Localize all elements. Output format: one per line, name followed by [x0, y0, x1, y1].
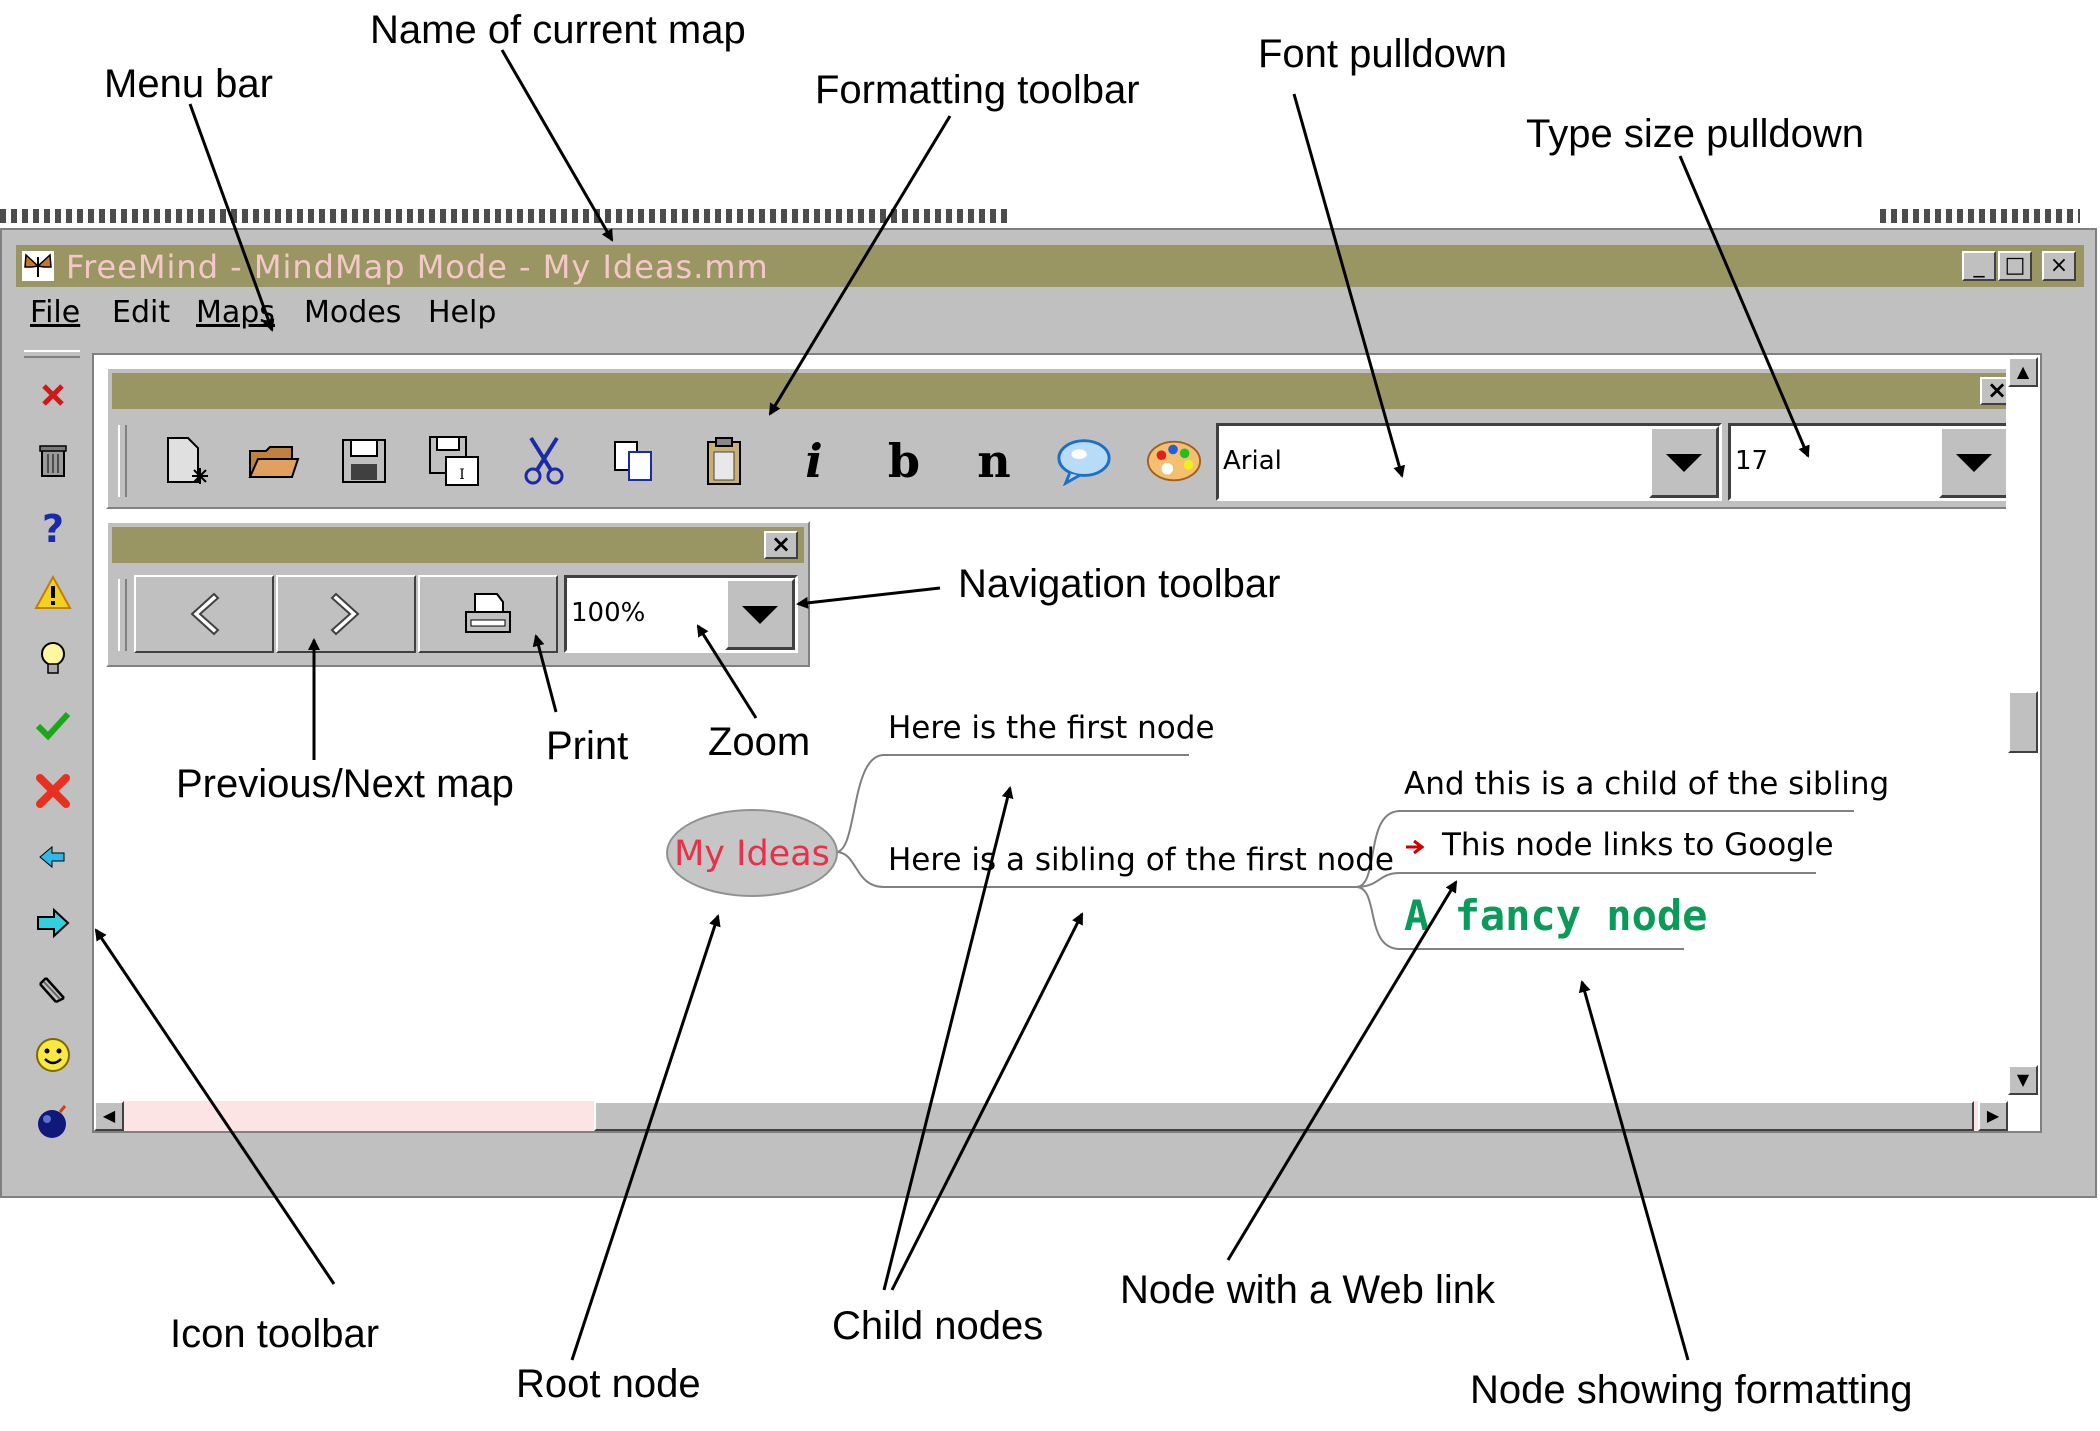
title-bar[interactable]: FreeMind - MindMap Mode - My Ideas.mm _ … — [16, 245, 2084, 287]
trash-icon[interactable] — [32, 440, 74, 482]
print-icon — [465, 593, 511, 633]
print-button[interactable] — [418, 575, 558, 653]
zoom-value: 100% — [571, 598, 646, 628]
scroll-left-button[interactable]: ◀ — [94, 1101, 124, 1131]
previous-map-button[interactable] — [134, 575, 274, 653]
annotation-formatting-node: Node showing formatting — [1470, 1368, 1913, 1412]
attachment-icon[interactable] — [32, 968, 74, 1010]
back-arrow-icon[interactable] — [32, 836, 74, 878]
cut-icon — [524, 436, 564, 485]
annotation-prev-next: Previous/Next map — [176, 762, 514, 806]
cloud-icon — [1057, 439, 1111, 486]
save-button[interactable] — [336, 433, 392, 489]
window-title: FreeMind - MindMap Mode - My Ideas.mm — [66, 248, 769, 286]
annotation-child-nodes: Child nodes — [832, 1304, 1044, 1348]
new-icon — [167, 437, 208, 484]
freemind-window: FreeMind - MindMap Mode - My Ideas.mm _ … — [0, 228, 2097, 1198]
italic-button[interactable]: i — [805, 434, 823, 488]
close-button[interactable]: × — [2042, 251, 2076, 281]
background-text-fragment — [0, 209, 1010, 223]
zoom-pulldown[interactable]: 100% — [564, 575, 798, 653]
warning-icon[interactable] — [32, 572, 74, 614]
toolbar-close-button[interactable]: × — [764, 531, 798, 559]
remove-icon[interactable] — [32, 374, 74, 416]
root-node-label: My Ideas — [674, 834, 830, 874]
maximize-button[interactable]: □ — [1998, 251, 2032, 281]
open-icon — [248, 446, 300, 478]
annotation-print: Print — [546, 724, 629, 768]
bold-button[interactable]: b — [887, 434, 921, 488]
annotation-map-name: Name of current map — [370, 8, 746, 52]
cut-button[interactable] — [516, 433, 572, 489]
annotation-menu-bar: Menu bar — [104, 62, 273, 106]
color-button[interactable] — [1146, 433, 1202, 489]
toolbar-grip — [118, 579, 127, 651]
menu-help[interactable]: Help — [428, 295, 497, 330]
paste-icon — [707, 437, 741, 485]
menu-edit[interactable]: Edit — [112, 295, 171, 330]
root-node[interactable]: My Ideas — [666, 809, 838, 897]
annotation-icon-toolbar: Icon toolbar — [170, 1312, 380, 1356]
paste-button[interactable] — [696, 433, 752, 489]
horizontal-scroll-thumb[interactable] — [594, 1101, 1974, 1131]
scroll-right-button[interactable]: ▶ — [1978, 1101, 2008, 1131]
menu-file[interactable]: File — [30, 295, 81, 330]
grandchild-node[interactable]: And this is a child of the sibling — [1404, 766, 1890, 802]
annotation-type-size: Type size pulldown — [1526, 112, 1864, 156]
icon-toolbar: ? — [20, 348, 86, 1138]
annotation-web-link-node: Node with a Web link — [1120, 1268, 1495, 1312]
scroll-up-button[interactable]: ▲ — [2008, 357, 2038, 387]
annotation-font-pulldown: Font pulldown — [1258, 32, 1508, 76]
smiley-icon[interactable] — [32, 1034, 74, 1076]
minimize-button[interactable]: _ — [1962, 251, 1996, 281]
annotation-navigation-toolbar: Navigation toolbar — [958, 562, 1281, 606]
child-node-sibling[interactable]: Here is a sibling of the first node — [888, 842, 1394, 878]
vertical-scroll-thumb[interactable] — [2008, 691, 2038, 753]
cloud-button[interactable] — [1056, 433, 1112, 489]
link-node[interactable]: This node links to Google — [1442, 827, 1834, 863]
color-icon — [1146, 440, 1202, 482]
copy-icon — [614, 441, 652, 481]
previous-icon — [190, 592, 220, 636]
child-node-first[interactable]: Here is the first node — [888, 710, 1215, 746]
fancy-node[interactable]: A fancy node — [1404, 891, 1708, 940]
edge-sibling-link — [1355, 872, 1816, 888]
link-arrow-icon — [1406, 839, 1425, 855]
font-value: Arial — [1223, 446, 1282, 476]
svg-text:I: I — [459, 467, 465, 483]
mindmap-canvas[interactable]: × I i b — [92, 353, 2042, 1133]
save-as-icon: I — [429, 436, 479, 486]
question-icon[interactable]: ? — [32, 506, 74, 548]
svg-text:?: ? — [42, 507, 64, 548]
toolbar-drag-bar[interactable]: × — [112, 527, 804, 563]
background-text-fragment — [1880, 209, 2080, 223]
scroll-down-button[interactable]: ▼ — [2008, 1065, 2038, 1095]
cancel-icon[interactable] — [32, 770, 74, 812]
annotation-formatting-toolbar: Formatting toolbar — [815, 68, 1140, 112]
new-map-button[interactable] — [156, 433, 212, 489]
normal-button[interactable]: n — [977, 434, 1011, 488]
save-as-button[interactable]: I — [426, 433, 482, 489]
menu-maps[interactable]: Maps — [196, 295, 275, 330]
bomb-icon[interactable] — [32, 1100, 74, 1142]
next-icon — [330, 592, 360, 636]
horizontal-scrollbar[interactable]: ◀ ▶ — [94, 1101, 2008, 1131]
edge-root-first — [835, 754, 1189, 853]
save-icon — [342, 439, 386, 483]
toolbar-grip — [118, 425, 127, 497]
annotation-root-node: Root node — [516, 1362, 701, 1406]
copy-button[interactable] — [606, 433, 662, 489]
menu-modes[interactable]: Modes — [304, 295, 402, 330]
open-map-button[interactable] — [246, 433, 302, 489]
next-map-button[interactable] — [276, 575, 416, 653]
vertical-scrollbar[interactable]: ▲ ▼ — [2006, 355, 2040, 1131]
checkmark-icon[interactable] — [32, 704, 74, 746]
annotation-zoom: Zoom — [708, 720, 811, 764]
toolbar-grip — [24, 350, 80, 358]
forward-arrow-icon[interactable] — [32, 902, 74, 944]
idea-icon[interactable] — [32, 638, 74, 680]
freemind-butterfly-icon — [22, 251, 54, 281]
